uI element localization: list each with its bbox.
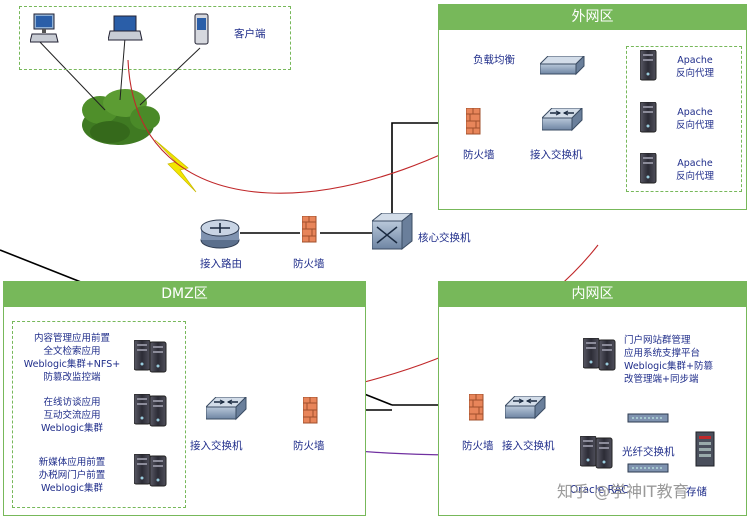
apache-group xyxy=(626,46,742,192)
outer-zone-title: 外网区 xyxy=(438,4,747,30)
dmz-3-line-2: 办税网门户前置 xyxy=(38,470,106,481)
dmz-access-switch-icon xyxy=(206,397,247,420)
apache-2-line-1: Apache xyxy=(677,107,713,118)
storage-icon xyxy=(695,431,715,467)
inner-firewall-icon xyxy=(469,394,484,421)
router-label: 接入路由 xyxy=(200,258,242,270)
apache-1-line-2: 反向代理 xyxy=(676,68,715,79)
mobile-phone-icon xyxy=(194,13,209,45)
dmz-firewall-label: 防火墙 xyxy=(293,440,325,452)
inner-1-line-4: 改管理端+同步端 xyxy=(624,374,699,385)
client-zone xyxy=(19,6,291,70)
outer-zone xyxy=(438,4,747,210)
dmz-server-icon-3 xyxy=(134,454,167,487)
apache-label-3: Apache 反向代理 xyxy=(676,157,714,183)
lightning-icon xyxy=(154,139,197,193)
apache-server-icon-3 xyxy=(640,153,657,184)
oracle-rac-label: Oracle RAC xyxy=(570,484,629,496)
inner-1-line-1: 门户网站群管理 xyxy=(624,335,691,346)
dmz-zone-title: DMZ区 xyxy=(3,281,366,307)
dmz-group-3-label: 新媒体应用前置 办税网门户前置 Weblogic集群 xyxy=(17,456,127,495)
dmz-group-2-label: 在线访谈应用 互动交流应用 Weblogic集群 xyxy=(17,396,127,435)
apache-server-icon-1 xyxy=(640,50,657,81)
core-switch-icon xyxy=(372,213,413,251)
oracle-server-icon xyxy=(580,436,613,469)
dmz-2-line-3: Weblogic集群 xyxy=(40,423,104,434)
inner-server-icon-1 xyxy=(583,338,616,371)
dmz-1-line-2: 全文检索应用 xyxy=(43,346,101,357)
client-label: 客户端 xyxy=(234,28,266,40)
apache-label-1: Apache 反向代理 xyxy=(676,54,714,80)
internet-cloud-icon xyxy=(82,89,160,145)
fiber-switch-icon-bottom xyxy=(627,463,669,473)
inner-access-switch-label: 接入交换机 xyxy=(502,440,555,452)
apache-server-icon-2 xyxy=(640,102,657,133)
dmz-1-line-4: 防篡改监控端 xyxy=(43,372,101,383)
dmz-1-line-1: 内容管理应用前置 xyxy=(33,333,110,344)
mid-firewall-icon xyxy=(302,216,317,243)
dmz-2-line-2: 互动交流应用 xyxy=(43,410,101,421)
dmz-3-line-1: 新媒体应用前置 xyxy=(38,457,106,468)
apache-3-line-1: Apache xyxy=(677,158,713,169)
dmz-server-icon-2 xyxy=(134,394,167,427)
dmz-server-icon-1 xyxy=(134,340,167,373)
load-balancer-icon xyxy=(540,56,585,76)
core-switch-label: 核心交换机 xyxy=(418,232,471,244)
dmz-1-line-3: Weblogic集群+NFS+ xyxy=(23,359,121,370)
apache-2-line-2: 反向代理 xyxy=(676,120,715,131)
outer-firewall-label: 防火墙 xyxy=(463,149,495,161)
inner-access-switch-icon xyxy=(505,396,546,419)
laptop-icon xyxy=(108,15,143,41)
fiber-switch-label: 光纤交换机 xyxy=(622,446,675,458)
dmz-3-line-3: Weblogic集群 xyxy=(40,483,104,494)
outer-access-switch-label: 接入交换机 xyxy=(530,149,583,161)
dmz-2-line-1: 在线访谈应用 xyxy=(43,397,101,408)
apache-label-2: Apache 反向代理 xyxy=(676,106,714,132)
storage-label: 存储 xyxy=(686,486,707,498)
desktop-pc-icon xyxy=(30,13,59,43)
dmz-server-group xyxy=(12,321,186,508)
watermark: 知乎 @学神IT教育 xyxy=(557,482,689,501)
router-icon xyxy=(200,219,240,249)
inner-group-1-label: 门户网站群管理 应用系统支撑平台 Weblogic集群+防篡 改管理端+同步端 xyxy=(624,334,713,386)
outer-firewall-icon xyxy=(466,108,481,135)
fiber-switch-icon-top xyxy=(627,413,669,423)
apache-3-line-2: 反向代理 xyxy=(676,171,715,182)
dmz-access-switch-label: 接入交换机 xyxy=(190,440,243,452)
dmz-firewall-icon xyxy=(303,397,318,424)
load-balancer-label: 负载均衡 xyxy=(473,54,515,66)
inner-1-line-2: 应用系统支撑平台 xyxy=(624,348,701,359)
outer-access-switch-icon xyxy=(542,108,583,131)
dmz-group-1-label: 内容管理应用前置 全文检索应用 Weblogic集群+NFS+ 防篡改监控端 xyxy=(17,332,127,384)
apache-1-line-1: Apache xyxy=(677,55,713,66)
inner-firewall-label: 防火墙 xyxy=(462,440,494,452)
mid-firewall-label: 防火墙 xyxy=(293,258,325,270)
inner-zone-title: 内网区 xyxy=(438,281,747,307)
inner-1-line-3: Weblogic集群+防篡 xyxy=(624,361,714,372)
inner-zone xyxy=(438,281,747,516)
